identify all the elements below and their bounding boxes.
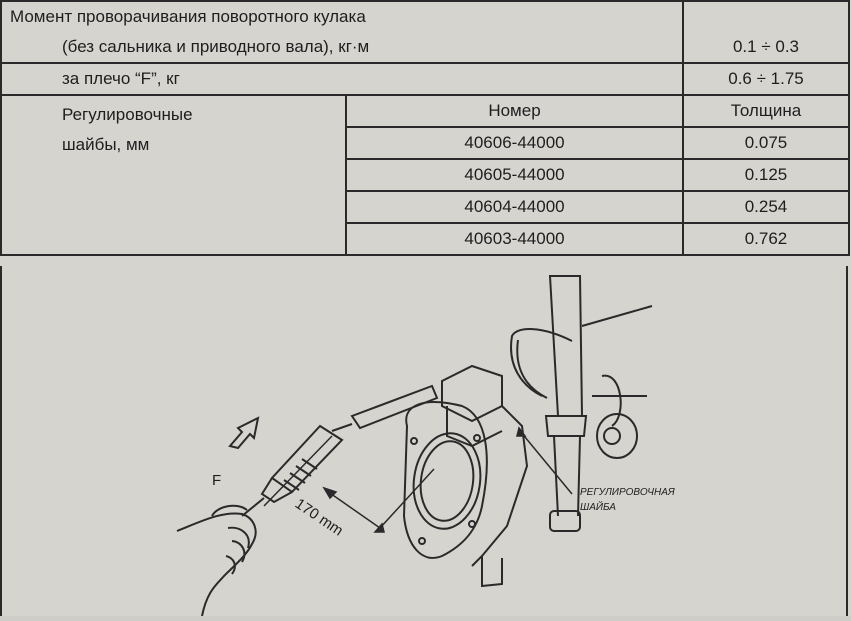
knuckle-illustration: F 170 mm РЕГУЛИРОВОЧНАЯ ШАЙБА [0,266,848,617]
torque-label: Момент проворачивания поворотного кулака [0,0,684,32]
force-label: F [212,472,221,489]
force-label: за плечо “F”, кг [0,62,684,96]
dimension-line [263,435,435,533]
shim-number: 40606-44000 [345,126,684,160]
shims-label-line2: шайбы, мм [62,135,150,154]
callout-label-line2: ШАЙБА [580,500,616,513]
column-header-number: Номер [345,94,684,128]
shim-number: 40603-44000 [345,222,684,256]
table-row: 40606-44000 0.075 [1,126,850,160]
shim-thickness: 0.075 [682,126,850,160]
shim-number: 40605-44000 [345,158,684,192]
shim-number: 40604-44000 [345,190,684,224]
spring-scale-drawing [241,423,353,517]
distance-label: 170 mm [292,495,346,539]
force-direction-arrow [228,416,260,450]
strut-drawing [510,275,653,532]
callout-label-line1: РЕГУЛИРОВОЧНАЯ [580,487,675,498]
table-row: 40603-44000 0.762 [1,222,850,256]
knuckle-drawing [350,364,529,588]
torque-value: 0.1 ÷ 0.3 [682,32,850,64]
shims-label-line1: Регулировочные [62,105,193,124]
table-row-torque-title: Момент проворачивания поворотного кулака [0,0,850,32]
shim-thickness: 0.254 [682,190,850,224]
empty-cell [682,0,850,32]
table-row-torque: (без сальника и приводного вала), кг·м 0… [0,32,850,64]
hand-drawing [176,504,257,617]
table-row-force: за плечо “F”, кг 0.6 ÷ 1.75 [0,62,850,96]
table-row-shim-header: Регулировочные шайбы, мм Номер Толщина [0,94,850,256]
shim-thickness: 0.125 [682,158,850,192]
shims-label: Регулировочные шайбы, мм [0,94,347,256]
illustration-svg: F 170 mm РЕГУЛИРОВОЧНАЯ ШАЙБА [176,275,675,617]
spec-table: Момент проворачивания поворотного кулака… [0,0,850,256]
column-header-thickness: Толщина [682,94,850,128]
table-row: 40604-44000 0.254 [1,190,850,224]
callout-leader [516,426,573,495]
table-row: 40605-44000 0.125 [1,158,850,192]
torque-sublabel: (без сальника и приводного вала), кг·м [0,32,684,64]
force-value: 0.6 ÷ 1.75 [682,62,850,96]
shim-thickness: 0.762 [682,222,850,256]
